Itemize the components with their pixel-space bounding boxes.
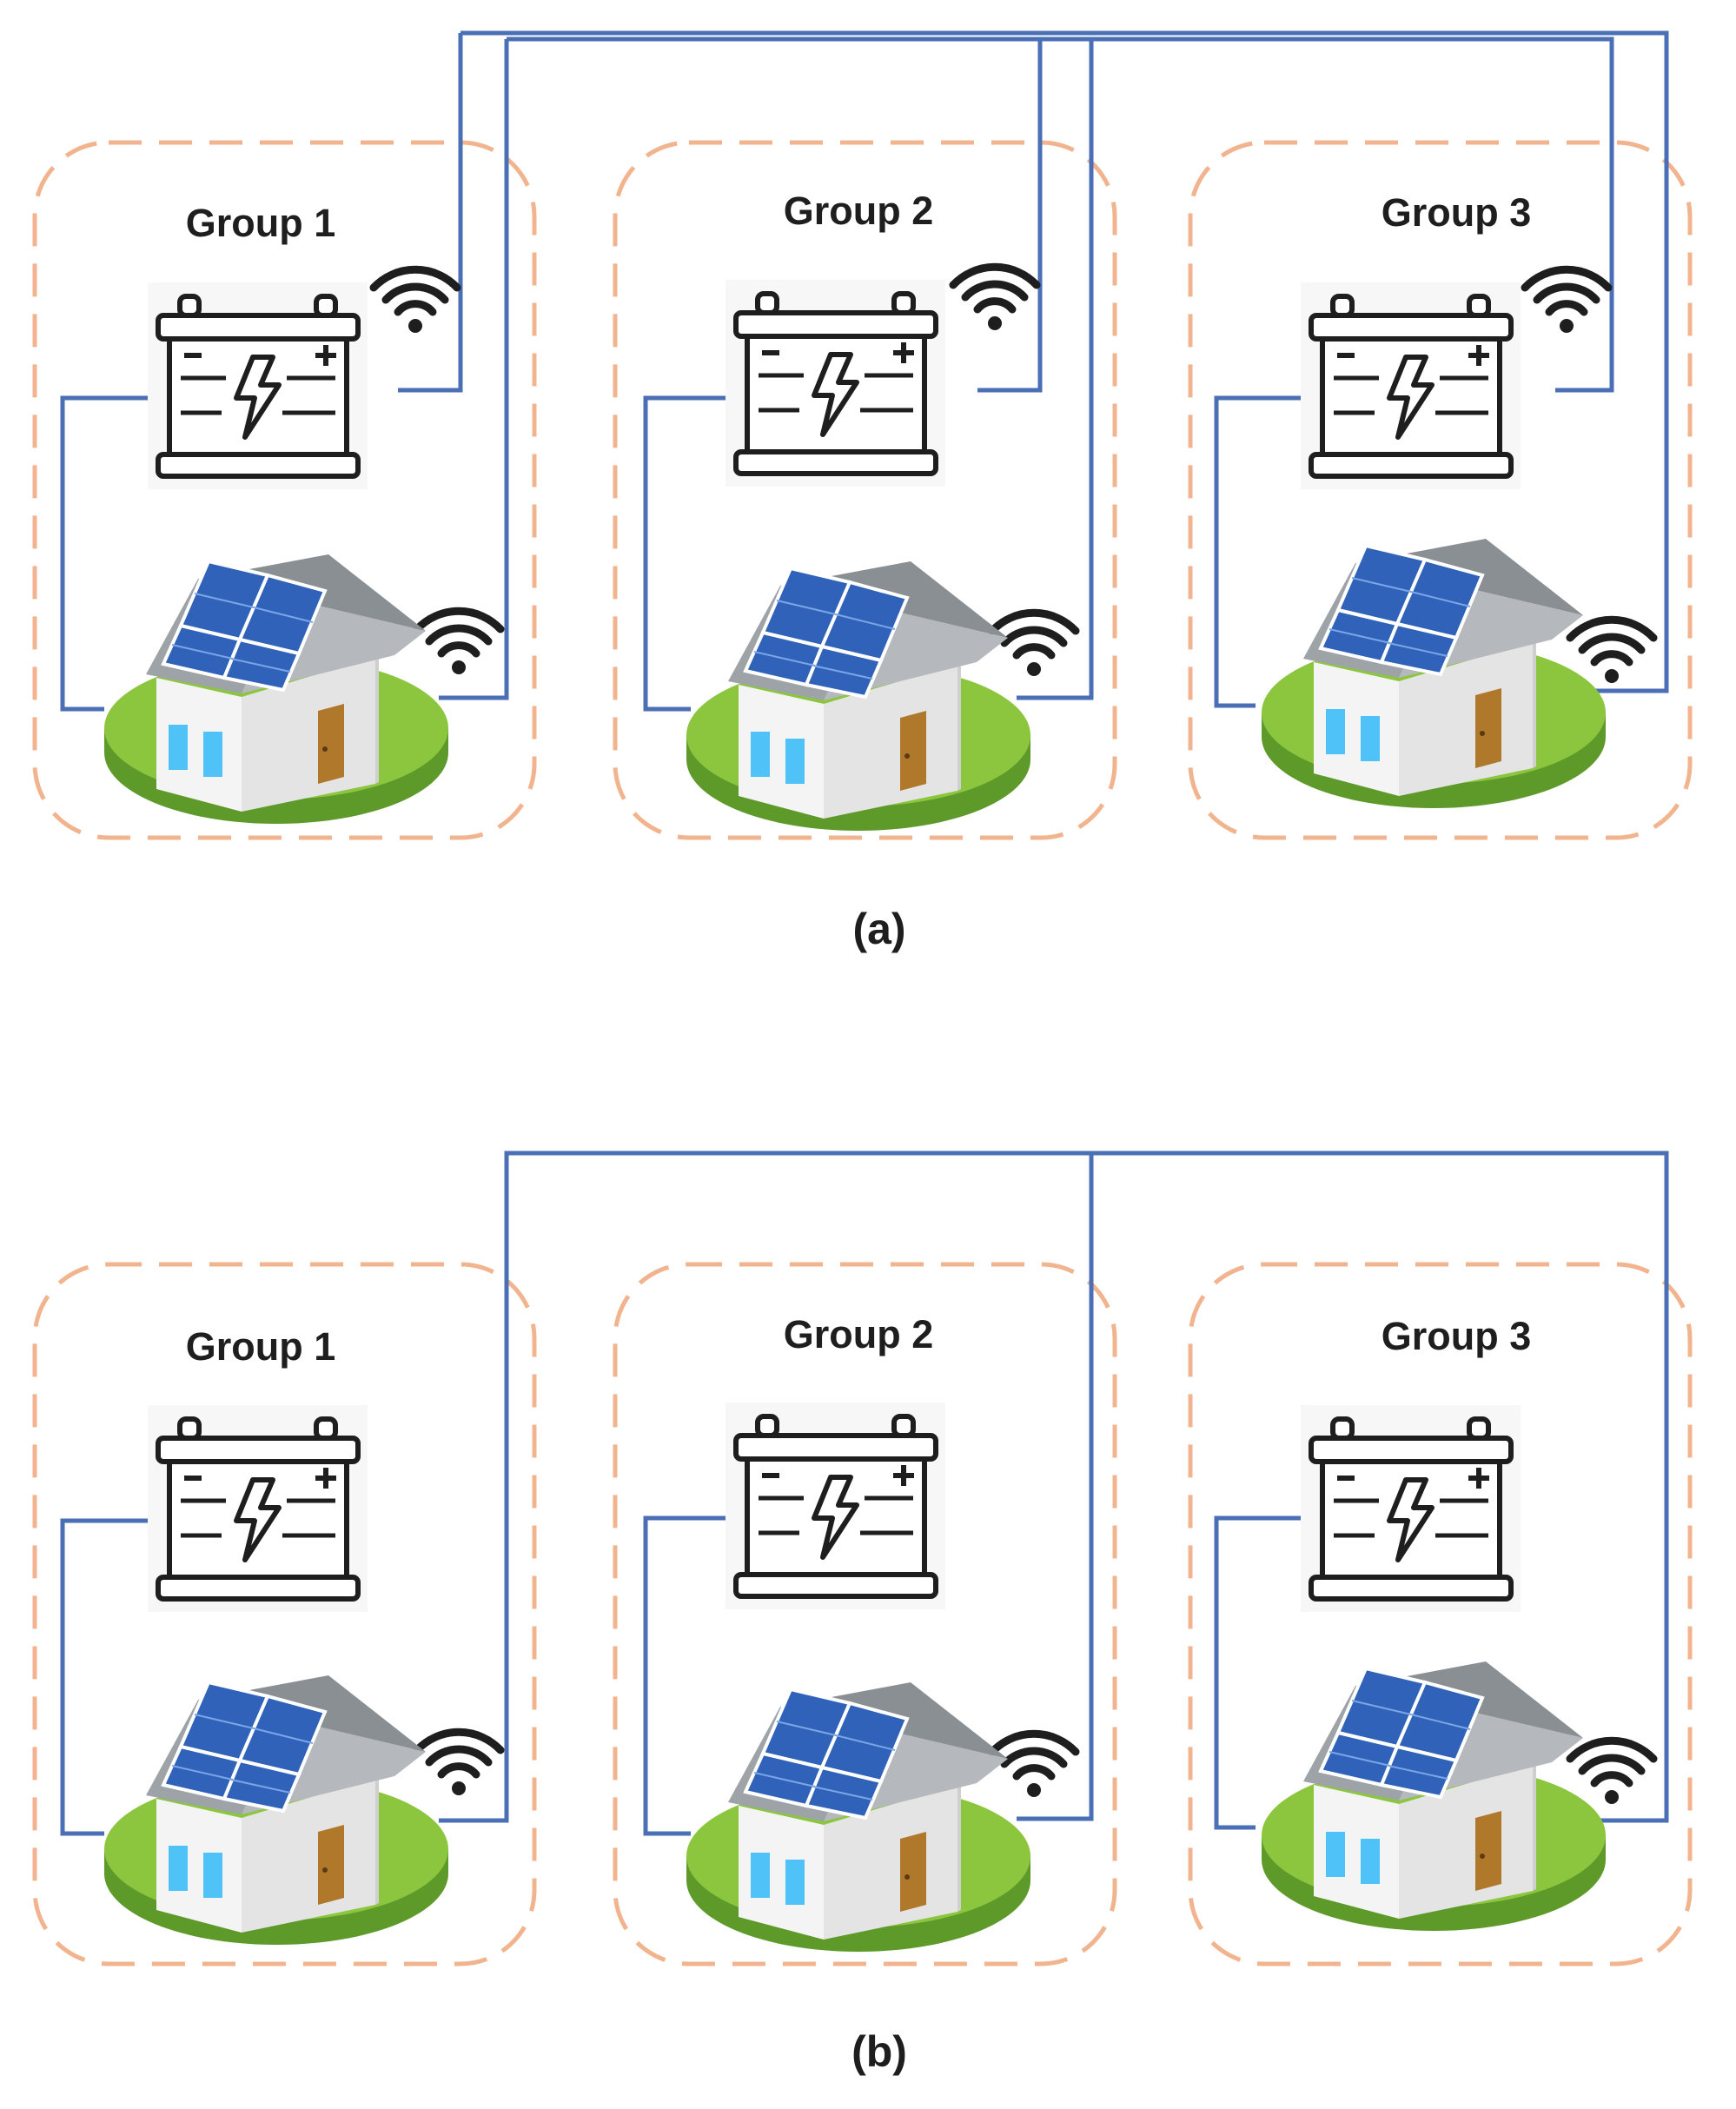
solar-house-icon — [685, 560, 1032, 832]
solar-house-icon — [103, 1674, 450, 1947]
solar-house-icon — [685, 1681, 1032, 1953]
panel-a: Group 1 Group 2 Group 3 (a) — [32, 30, 1693, 953]
group-title: Group 2 — [784, 189, 934, 233]
group-box-1 — [32, 1262, 537, 1966]
battery-icon — [726, 280, 945, 487]
battery-icon — [726, 1403, 945, 1609]
wifi-icon — [953, 267, 1037, 330]
battery-icon — [148, 282, 368, 489]
wifi-icon — [1525, 269, 1608, 333]
group-title: Group 1 — [186, 201, 336, 245]
group-box-3 — [1188, 140, 1693, 840]
wifi-icon — [1570, 1741, 1653, 1804]
panel-caption: (b) — [851, 2027, 907, 2076]
group-title: Group 3 — [1382, 190, 1532, 235]
wifi-icon — [992, 1734, 1076, 1797]
wifi-icon — [992, 613, 1076, 676]
panel-caption: (a) — [852, 905, 905, 953]
group-title: Group 3 — [1382, 1314, 1532, 1358]
group-box-2 — [613, 140, 1117, 840]
group-box-1 — [32, 140, 537, 840]
wifi-icon — [417, 611, 500, 674]
battery-icon — [1301, 1405, 1521, 1612]
panel-b: Group 1 Group 2 Group 3 (b) — [32, 1151, 1693, 2076]
group-box-2 — [613, 1262, 1117, 1966]
group-title: Group 1 — [186, 1324, 336, 1369]
battery-icon — [148, 1405, 368, 1612]
wifi-icon — [1570, 620, 1653, 683]
group-box-3 — [1188, 1262, 1693, 1966]
solar-house-icon — [1260, 1660, 1607, 1933]
solar-house-icon — [103, 553, 450, 826]
wiring-b — [60, 1151, 1669, 1836]
wiring-a — [60, 30, 1669, 712]
group-title: Group 2 — [784, 1312, 934, 1356]
wifi-icon — [417, 1732, 500, 1795]
battery-icon — [1301, 282, 1521, 489]
solar-house-icon — [1260, 537, 1607, 810]
wifi-icon — [374, 269, 457, 333]
